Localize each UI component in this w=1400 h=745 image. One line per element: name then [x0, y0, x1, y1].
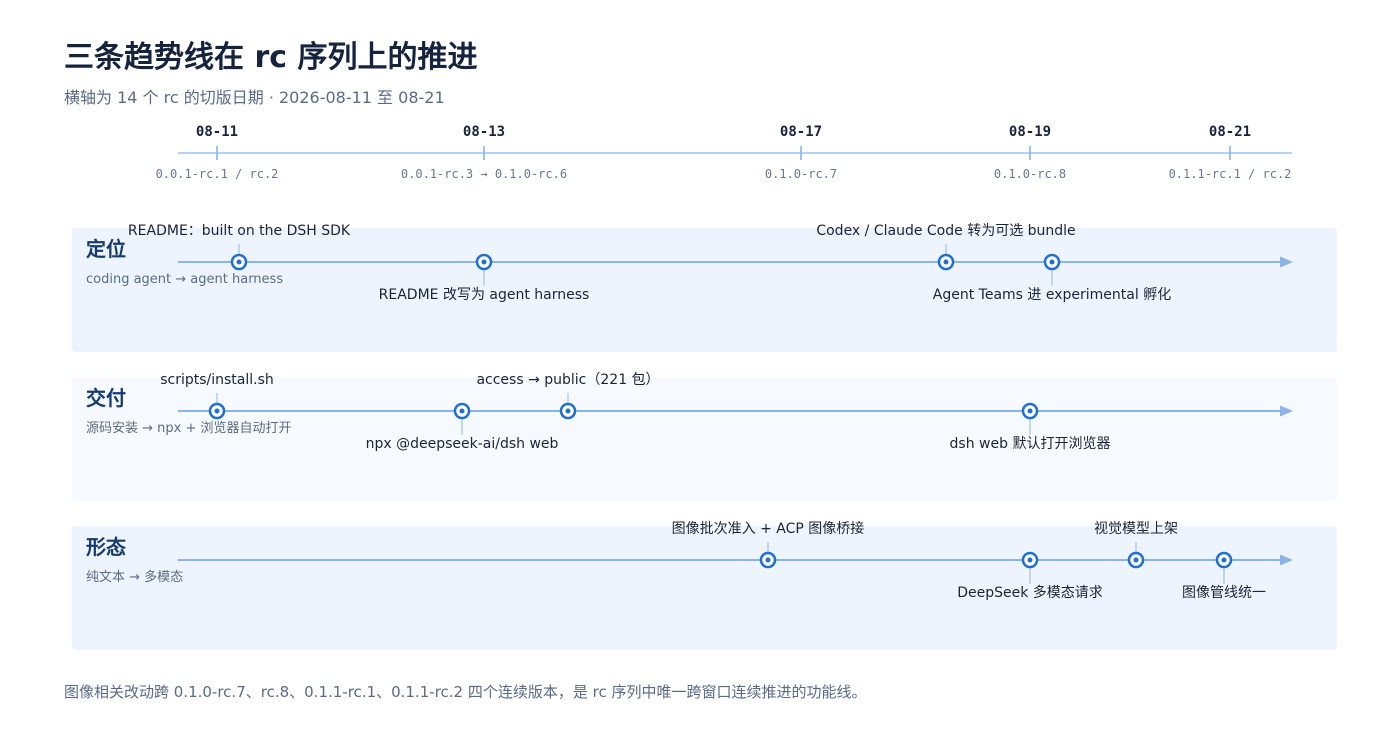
page-title: 三条趋势线在 rc 序列上的推进 — [64, 40, 478, 75]
event-marker-dot — [214, 408, 220, 414]
event-marker-dot — [943, 259, 949, 265]
event-label: 图像批次准入 + ACP 图像桥接 — [671, 521, 865, 537]
event-marker-dot — [1133, 557, 1139, 563]
lane-title-form: 形态 — [86, 535, 126, 559]
lane-arrow-head — [1280, 405, 1293, 417]
lane-desc-form: 纯文本 → 多模态 — [86, 570, 184, 585]
event-marker-dot — [1027, 557, 1033, 563]
event-label: README 改写为 agent harness — [378, 287, 590, 303]
axis-version-label: 0.1.1-rc.1 / rc.2 — [1169, 167, 1292, 181]
footer-note: 图像相关改动跨 0.1.0-rc.7、rc.8、0.1.1-rc.1、0.1.1… — [64, 683, 867, 701]
lane-delivery-band — [72, 377, 1337, 501]
axis-date-label: 08-19 — [1009, 124, 1051, 140]
lane-positioning-band — [72, 228, 1337, 352]
event-label: DeepSeek 多模态请求 — [957, 585, 1103, 601]
event-label: 图像管线统一 — [1182, 585, 1266, 601]
axis-version-label: 0.0.1-rc.3 → 0.1.0-rc.6 — [401, 167, 567, 181]
event-label: access → public（221 包） — [476, 372, 660, 388]
axis-version-label: 0.0.1-rc.1 / rc.2 — [156, 167, 279, 181]
date-axis: 08-11 0.0.1-rc.1 / rc.2 08-13 0.0.1-rc.3 → … — [156, 124, 1292, 181]
lane-desc-delivery: 源码安装 → npx + 浏览器自动打开 — [86, 421, 292, 436]
lane-title-positioning: 定位 — [86, 237, 126, 261]
axis-date-label: 08-17 — [780, 124, 822, 140]
event-marker-dot — [481, 259, 487, 265]
lane-form-band — [72, 526, 1337, 650]
event-marker-dot — [565, 408, 571, 414]
event-marker-dot — [1221, 557, 1227, 563]
lane-arrow-head — [1280, 554, 1293, 566]
event-label: 视觉模型上架 — [1094, 521, 1178, 537]
lane-title-delivery: 交付 — [86, 386, 126, 410]
event-marker-dot — [1027, 408, 1033, 414]
lane-arrow-head — [1280, 256, 1293, 268]
event-label: README：built on the DSH SDK — [127, 223, 351, 239]
axis-date-label: 08-21 — [1209, 124, 1251, 140]
lane-desc-positioning: coding agent → agent harness — [86, 272, 284, 287]
event-marker-dot — [765, 557, 771, 563]
event-marker-dot — [236, 259, 242, 265]
event-label: scripts/install.sh — [160, 372, 274, 388]
page-subtitle: 横轴为 14 个 rc 的切版日期 · 2026-08-11 至 08-21 — [64, 88, 445, 107]
event-label: npx @deepseek-ai/dsh web — [365, 436, 559, 452]
axis-version-label: 0.1.0-rc.7 — [765, 167, 837, 181]
axis-date-label: 08-13 — [463, 124, 505, 140]
event-marker-dot — [459, 408, 465, 414]
event-label: Agent Teams 进 experimental 孵化 — [932, 287, 1172, 303]
axis-version-label: 0.1.0-rc.8 — [994, 167, 1066, 181]
event-label: Codex / Claude Code 转为可选 bundle — [816, 223, 1076, 239]
event-label: dsh web 默认打开浏览器 — [949, 436, 1111, 452]
axis-date-label: 08-11 — [196, 124, 238, 140]
event-marker-dot — [1049, 259, 1055, 265]
